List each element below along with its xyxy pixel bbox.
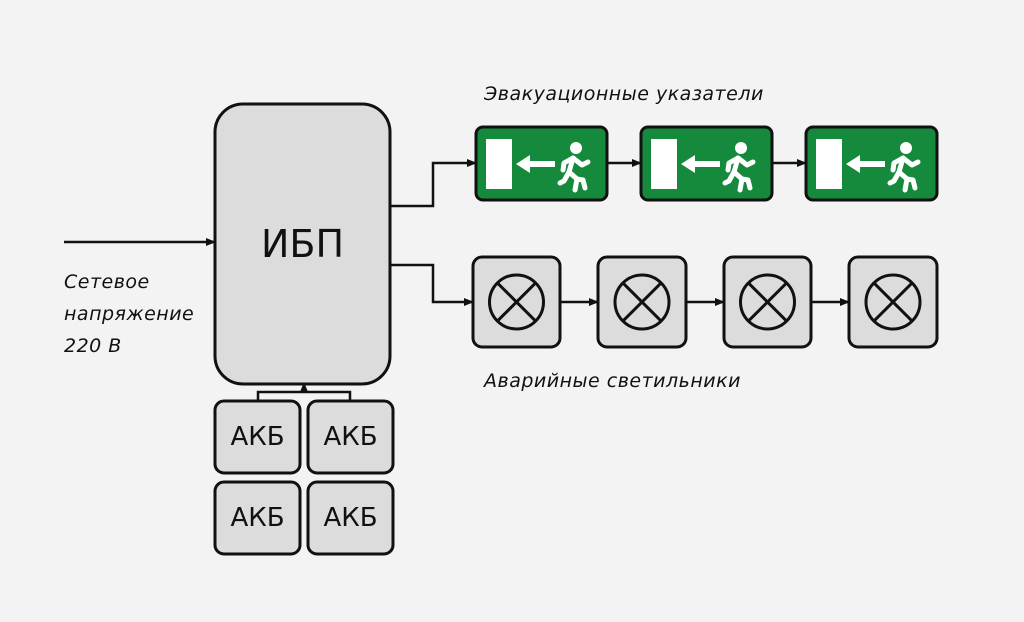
battery-box bbox=[306, 480, 395, 556]
ups-label: ИБП bbox=[260, 222, 345, 266]
emergency-light bbox=[722, 255, 813, 349]
emergency-light bbox=[596, 255, 688, 349]
arrow-left-icon bbox=[516, 155, 555, 173]
running-man-icon bbox=[557, 142, 591, 193]
battery-label: АКБ bbox=[323, 503, 378, 533]
lamp-icon bbox=[488, 273, 545, 331]
battery-label: АКБ bbox=[230, 503, 285, 533]
door-icon bbox=[651, 139, 677, 189]
ups-to-exit-line bbox=[390, 159, 477, 208]
input-label-line2: напряжение bbox=[64, 303, 195, 325]
lamp-icon bbox=[739, 273, 796, 331]
exit-sign bbox=[639, 125, 774, 202]
emergency-light bbox=[471, 255, 562, 349]
lamp-icon bbox=[864, 273, 922, 331]
input-label-line1: Сетевое bbox=[64, 271, 150, 293]
arrow-left-icon bbox=[846, 155, 885, 173]
emergency-light bbox=[847, 255, 939, 349]
lamp-icon bbox=[613, 273, 671, 331]
battery-box bbox=[213, 480, 302, 556]
emergency-lights-title: Аварийные светильники bbox=[484, 370, 741, 392]
exit-sign bbox=[804, 125, 939, 202]
ups-to-lights-line bbox=[390, 263, 474, 306]
battery-label: АКБ bbox=[230, 422, 285, 452]
exit-sign bbox=[474, 125, 609, 202]
door-icon bbox=[486, 139, 512, 189]
running-man-icon bbox=[722, 142, 756, 193]
door-icon bbox=[816, 139, 842, 189]
input-label-line3: 220 В bbox=[64, 335, 122, 357]
running-man-icon bbox=[887, 142, 921, 193]
battery-label: АКБ bbox=[323, 422, 378, 452]
arrow-left-icon bbox=[681, 155, 720, 173]
exit-signs-title: Эвакуационные указатели bbox=[484, 83, 764, 105]
